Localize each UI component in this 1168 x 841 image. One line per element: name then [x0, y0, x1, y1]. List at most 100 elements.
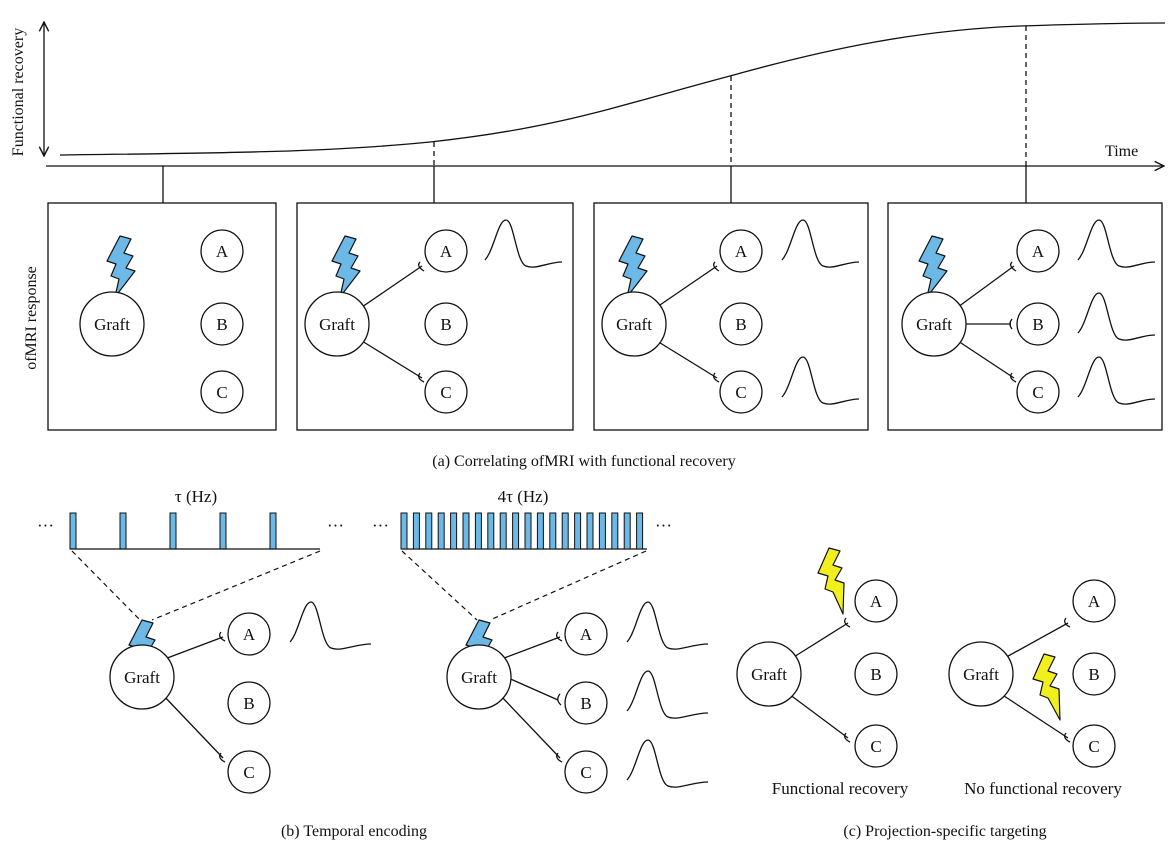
- stage-box-3: Graft A B C: [593, 202, 869, 431]
- node-b-label: B: [243, 694, 254, 713]
- projection-to-c: [361, 340, 423, 379]
- node-b-label: B: [1032, 315, 1043, 334]
- projection-to-c: [957, 340, 1015, 379]
- stage-box-2: Graft A B C: [296, 202, 574, 431]
- synapse-c: [219, 752, 226, 763]
- response-waveform-c: [781, 356, 860, 405]
- node-a: [200, 229, 244, 273]
- node-a: [424, 229, 468, 273]
- response-waveform-c: [1077, 356, 1156, 405]
- node-b: [200, 302, 244, 346]
- panel-b: τ (Hz) ··· ··· Graft A B C 4τ (Hz) ··· ·: [37, 487, 709, 840]
- stimulation-pulse: [462, 512, 470, 550]
- node-b-label: B: [1088, 665, 1099, 684]
- stimulation-pulse: [536, 512, 544, 550]
- ellipsis-left: ···: [37, 516, 54, 535]
- synapse-c: [556, 752, 563, 763]
- node-a: [227, 612, 271, 656]
- node-a-label: A: [216, 242, 229, 261]
- panel-a-caption: (a) Correlating ofMRI with functional re…: [432, 453, 735, 470]
- stimulation-pulse: [474, 512, 482, 550]
- graft-label: Graft: [94, 315, 130, 334]
- synapse-c: [418, 372, 425, 383]
- synapse-a: [1010, 261, 1017, 272]
- node-c: [854, 724, 898, 768]
- stimulation-pulse: [636, 512, 644, 550]
- synapse-c: [713, 372, 720, 383]
- graft-label: Graft: [319, 315, 355, 334]
- stimulation-pulse: [574, 512, 582, 550]
- node-c-label: C: [243, 763, 254, 782]
- zoom-line-right: [489, 550, 647, 621]
- node-c: [200, 370, 244, 414]
- recovery-axis-label: Functional recovery: [10, 28, 27, 156]
- panel-a: Functional recovery Time ofMRI response …: [10, 22, 1165, 470]
- node-c: [1072, 724, 1116, 768]
- node-c: [227, 750, 271, 794]
- stimulation-pulse: [425, 512, 433, 550]
- graft-label: Graft: [461, 668, 497, 687]
- graft-node: [601, 291, 667, 357]
- panel-c-caption: (c) Projection-specific targeting: [843, 823, 1046, 840]
- node-c-label: C: [580, 763, 591, 782]
- node-b: [1072, 652, 1116, 696]
- projection-to-c: [498, 693, 561, 759]
- projection-to-a: [656, 265, 718, 308]
- panel-b-caption: (b) Temporal encoding: [281, 823, 427, 840]
- synapse-b: [1009, 318, 1013, 330]
- node-c-label: C: [735, 383, 746, 402]
- graft-label: Graft: [616, 315, 652, 334]
- frequency-label-tau: τ (Hz): [175, 487, 217, 506]
- graft-node: [109, 644, 175, 710]
- response-waveform-a: [626, 601, 709, 650]
- stimulation-bolt-icon: [106, 235, 136, 298]
- synapse-a: [844, 617, 851, 628]
- synapse-a: [418, 261, 425, 272]
- node-a-label: A: [440, 242, 453, 261]
- node-c-label: C: [216, 383, 227, 402]
- stimulation-pulse: [450, 512, 458, 550]
- stimulation-bolt-icon: [918, 235, 948, 298]
- projection-to-a: [361, 265, 423, 308]
- synapse-c: [1064, 732, 1071, 743]
- stimulation-pulse: [586, 512, 594, 550]
- graft-node: [79, 291, 145, 357]
- response-waveform-a: [484, 219, 563, 268]
- node-a: [1072, 579, 1116, 623]
- node-a-label: A: [1088, 592, 1101, 611]
- graft-node: [736, 641, 802, 707]
- stimulation-pulse: [549, 512, 557, 550]
- synapse-b: [557, 693, 562, 706]
- response-waveform-c: [626, 739, 709, 788]
- projection-to-c: [656, 340, 718, 379]
- projection-to-b: [505, 676, 559, 701]
- functional-recovery-label: Functional recovery: [772, 779, 909, 798]
- panel-c: Graft A B C Functional recovery Graft A …: [736, 547, 1122, 840]
- node-b: [719, 302, 763, 346]
- node-c: [424, 370, 468, 414]
- graft-label: Graft: [751, 665, 787, 684]
- targeted-stimulation-bolt-icon: [1032, 653, 1061, 721]
- zoom-line-left: [71, 550, 141, 621]
- response-waveform-b: [1077, 292, 1156, 341]
- response-waveform-a: [289, 601, 372, 650]
- node-c: [1016, 370, 1060, 414]
- projection-to-c: [788, 693, 849, 739]
- synapse-a: [713, 261, 720, 272]
- node-a-label: A: [735, 242, 748, 261]
- graft-node: [948, 641, 1014, 707]
- synapse-c: [844, 732, 851, 743]
- zoom-line-right: [151, 550, 321, 621]
- node-a: [564, 612, 608, 656]
- graft-node: [446, 644, 512, 710]
- stimulation-bolt-icon: [331, 235, 361, 298]
- targeted-stimulation-bolt-icon: [817, 547, 845, 615]
- stage-box-1: Graft A B C: [47, 202, 277, 431]
- node-b-label: B: [216, 315, 227, 334]
- node-a-label: A: [580, 625, 593, 644]
- projection-to-a: [788, 622, 849, 661]
- stimulation-pulse: [561, 512, 569, 550]
- graft-node: [304, 291, 370, 357]
- projection-to-c: [1000, 693, 1069, 739]
